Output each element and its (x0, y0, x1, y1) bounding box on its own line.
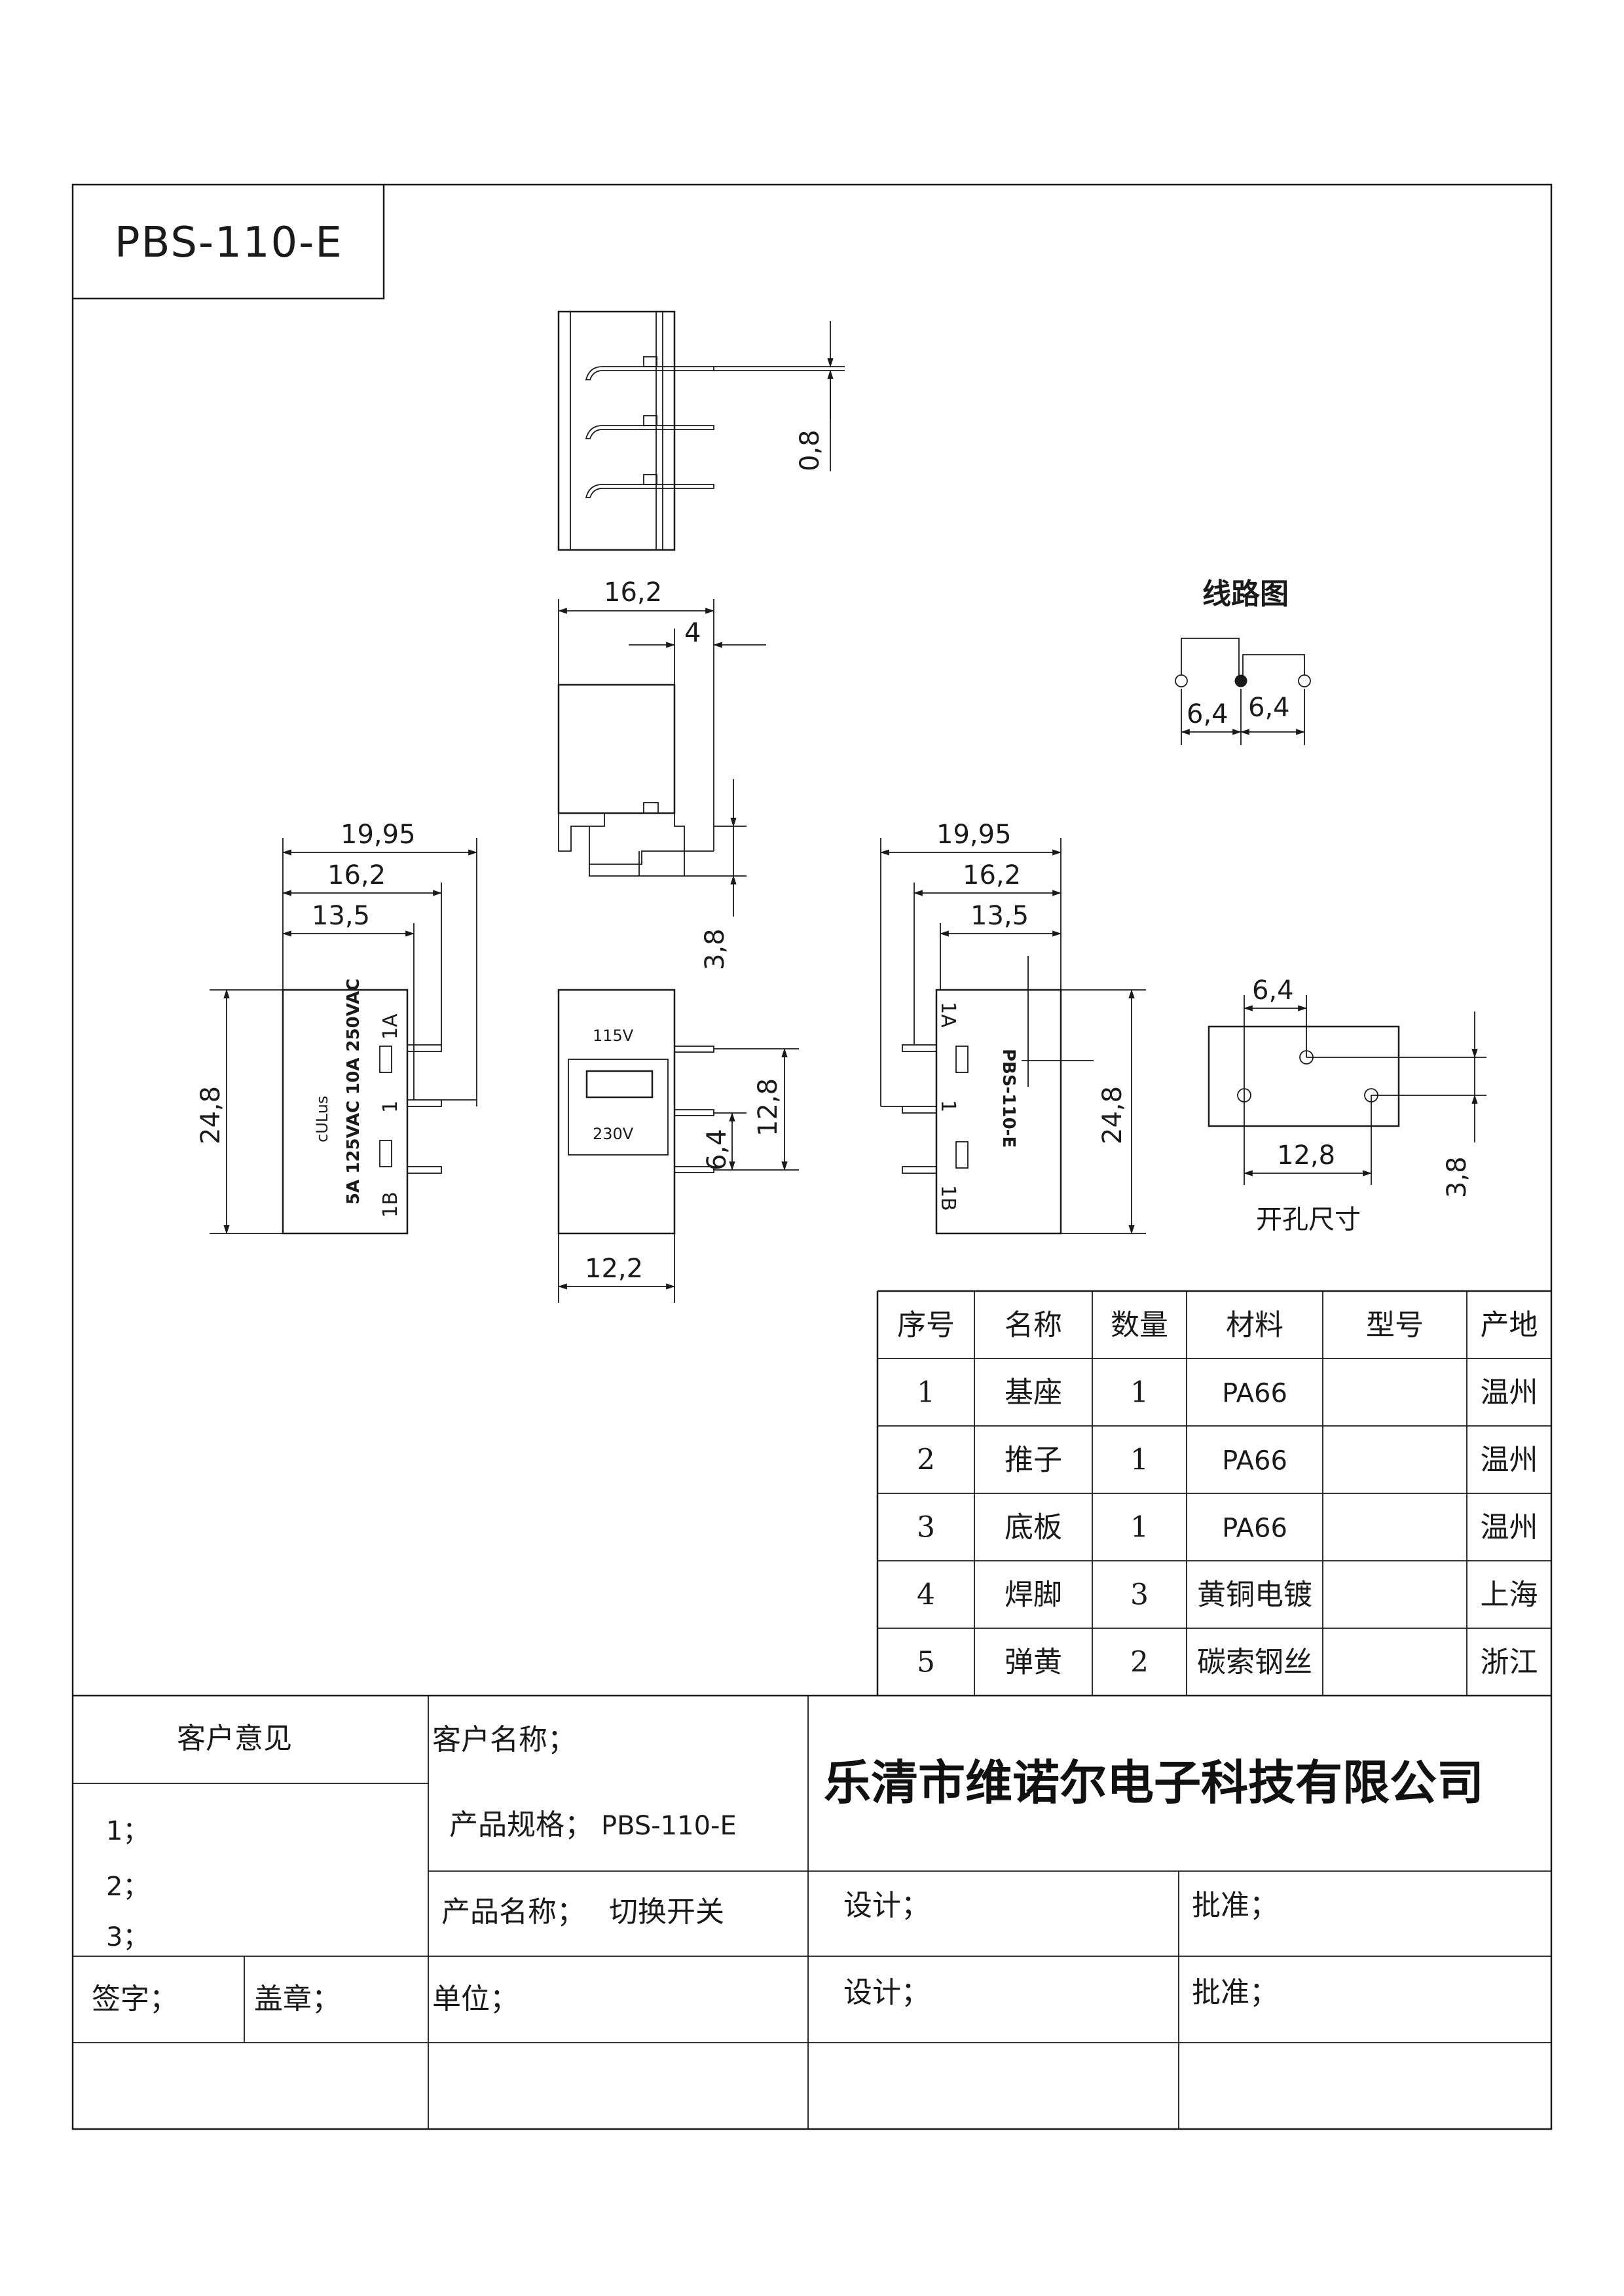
hole-dim-top: 6,4 (1252, 975, 1294, 1006)
front-view: 115V 230V 12,2 12,8 6,4 (557, 989, 799, 1303)
unit-label: 单位； (432, 1982, 519, 2016)
bom-header-qty: 数量 (1111, 1309, 1168, 1342)
circuit-terminal-common (1234, 674, 1247, 687)
left-view: 1A 1 1B 5A 125VAC 10A 250VAC cULus 19,95… (196, 820, 478, 1235)
left-dim-inner: 13,5 (312, 901, 370, 931)
bom-header-name: 名称 (1005, 1309, 1062, 1342)
top-view: 0,8 (557, 310, 845, 551)
bom-cell-origin: 温州 (1481, 1376, 1538, 1410)
front-voltage-top: 115V (593, 1027, 634, 1045)
circuit-dim-left: 6,4 (1187, 699, 1228, 729)
bom-cell-qty: 3 (1130, 1578, 1149, 1612)
seal-label: 盖章； (254, 1982, 341, 2016)
approve-label-1: 批准； (1192, 1889, 1278, 1922)
right-model-marking: PBS-110-E (999, 1049, 1018, 1148)
bom-cell-material: 黄铜电镀 (1197, 1578, 1312, 1612)
bom-cell-name: 底板 (1005, 1511, 1062, 1544)
approve-label-2: 批准； (1192, 1976, 1278, 2009)
front-voltage-bottom: 230V (593, 1125, 634, 1143)
bom-cell-name: 基座 (1005, 1376, 1062, 1410)
bom-header-type: 型号 (1366, 1309, 1424, 1342)
left-cert-marking: cULus (313, 1096, 331, 1142)
dim-side-offset: 4 (684, 618, 701, 648)
spec-value: PBS-110-E (601, 1811, 737, 1841)
right-label-1: 1 (936, 1100, 959, 1112)
bom-cell-no: 5 (917, 1646, 935, 1679)
design-label-1: 设计； (843, 1889, 930, 1922)
bom-cell-no: 1 (917, 1376, 935, 1410)
product-name-value: 切换开关 (609, 1895, 724, 1929)
opinion-item-3: 3； (106, 1922, 149, 1952)
bom-cell-no: 3 (917, 1511, 935, 1544)
circuit-diagram: 线路图 6,4 6,4 (1175, 577, 1311, 745)
bom-cell-material: PA66 (1222, 1514, 1287, 1544)
bom-cell-origin: 上海 (1481, 1578, 1538, 1612)
bom-cell-origin: 浙江 (1481, 1646, 1538, 1679)
bom-cell-no: 2 (917, 1444, 935, 1477)
hole-caption: 开孔尺寸 (1256, 1205, 1361, 1235)
design-label-2: 设计； (843, 1976, 930, 2009)
right-label-1a: 1A (936, 1002, 959, 1028)
bom-cell-name: 焊脚 (1005, 1578, 1062, 1612)
circuit-terminal-right (1298, 674, 1311, 687)
bom-header-no: 序号 (897, 1309, 955, 1342)
left-rating-marking: 5A 125VAC 10A 250VAC (344, 979, 363, 1205)
hole-dim-bottom: 12,8 (1277, 1140, 1335, 1171)
model-title-box: PBS-110-E (73, 185, 385, 300)
bom-header-origin: 产地 (1481, 1309, 1538, 1342)
front-dim-width: 12,2 (585, 1254, 643, 1284)
bom-cell-qty: 1 (1130, 1511, 1149, 1544)
bom-cell-material: PA66 (1222, 1379, 1287, 1409)
model-title: PBS-110-E (115, 219, 343, 267)
bom-cell-material: PA66 (1222, 1446, 1287, 1476)
circuit-dim-right: 6,4 (1248, 693, 1290, 723)
side-view: 16,2 4 3,8 (557, 577, 766, 970)
company-name: 乐清市维诺尔电子科技有限公司 (824, 1755, 1484, 1810)
left-label-1a: 1A (379, 1013, 402, 1040)
front-dim-pitch-small: 6,4 (702, 1129, 732, 1171)
left-label-1: 1 (379, 1101, 402, 1113)
bom-cell-no: 4 (917, 1578, 935, 1612)
right-view: 1A 1 1B PBS-110-E 19,95 16,2 13,5 24,8 (879, 820, 1146, 1235)
right-dim-inner: 13,5 (970, 901, 1029, 931)
dim-side-width: 16,2 (604, 577, 662, 608)
dim-side-pin-pitch: 3,8 (700, 928, 730, 970)
hole-layout: 6,4 12,8 3,8 开孔尺寸 (1208, 975, 1486, 1235)
hole-dim-side: 3,8 (1442, 1156, 1472, 1198)
bom-cell-name: 弹黄 (1005, 1646, 1062, 1679)
left-dim-mid: 16,2 (327, 860, 386, 890)
sheet-border (71, 183, 1553, 2130)
circuit-terminal-left (1175, 674, 1188, 687)
front-dim-pitch-large: 12,8 (753, 1078, 783, 1137)
customer-opinion-label: 客户意见 (177, 1722, 292, 1755)
bom-cell-qty: 1 (1130, 1376, 1149, 1410)
sign-label: 签字； (92, 1982, 178, 2016)
left-dim-height: 24,8 (196, 1086, 226, 1144)
right-dim-mid: 16,2 (963, 860, 1021, 890)
right-dim-overall: 19,95 (936, 820, 1012, 850)
opinion-item-1: 1； (106, 1816, 149, 1846)
bom-cell-qty: 1 (1130, 1444, 1149, 1477)
circuit-title: 线路图 (1202, 577, 1289, 611)
product-name-label: 产品名称； (441, 1895, 585, 1929)
bom-cell-qty: 2 (1130, 1646, 1149, 1679)
bom-cell-origin: 温州 (1481, 1444, 1538, 1477)
left-label-1b: 1B (379, 1192, 402, 1218)
bom-header-material: 材料 (1226, 1309, 1283, 1342)
left-dim-overall: 19,95 (341, 820, 416, 850)
footer-block: 客户意见 1； 2； 3； 签字； 盖章； 客户名称； 产品规格； PBS-11… (73, 1694, 1551, 2129)
customer-name-label: 客户名称； (432, 1723, 576, 1757)
dim-pin-thickness: 0,8 (795, 429, 825, 471)
right-label-1b: 1B (936, 1185, 959, 1211)
bom-cell-material: 碳索钢丝 (1197, 1646, 1312, 1679)
bom-cell-origin: 温州 (1481, 1511, 1538, 1544)
right-dim-height: 24,8 (1098, 1086, 1128, 1144)
spec-label: 产品规格； (449, 1808, 593, 1842)
opinion-item-2: 2； (106, 1872, 149, 1902)
bom-cell-name: 推子 (1005, 1444, 1062, 1477)
